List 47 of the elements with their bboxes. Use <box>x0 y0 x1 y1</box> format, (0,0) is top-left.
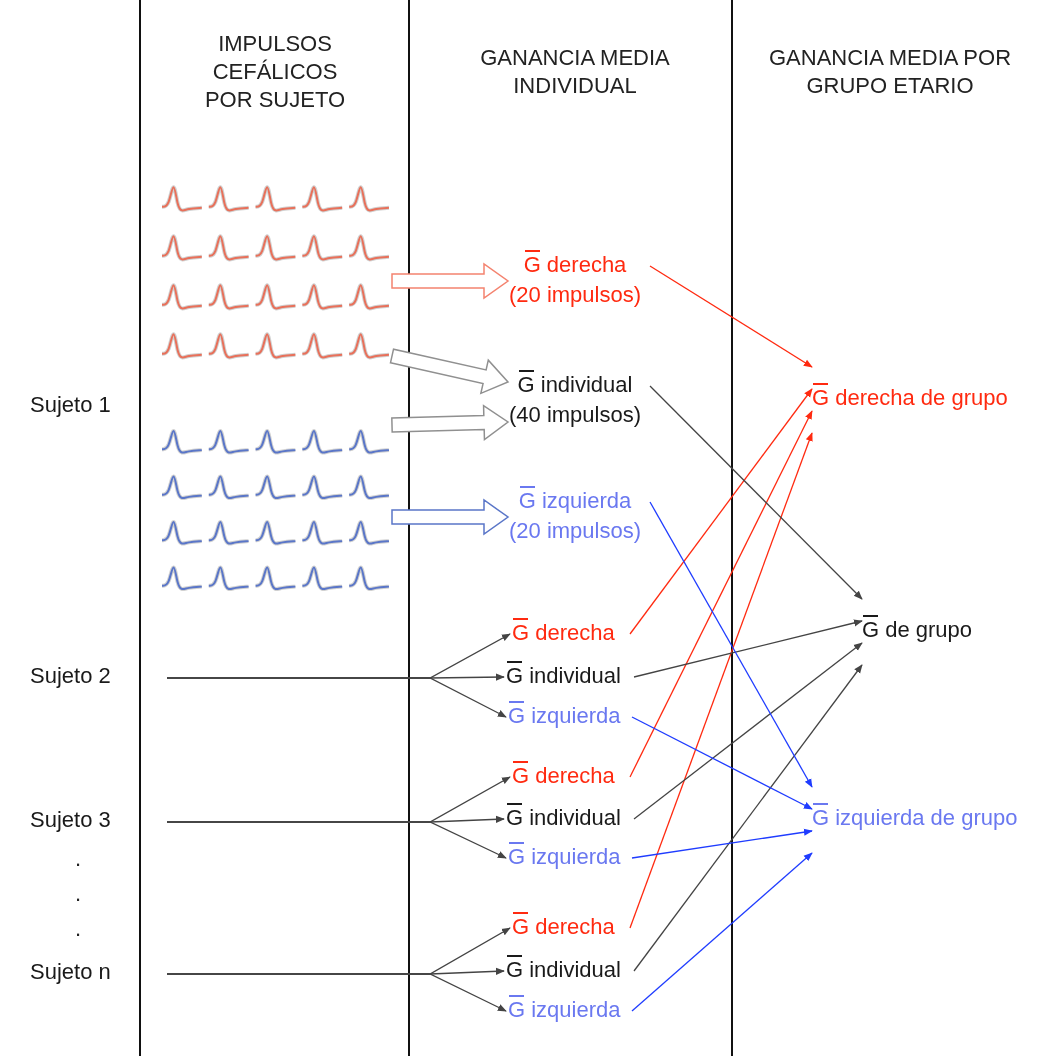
arrow <box>649 265 813 368</box>
gain-label: G derecha de grupo <box>812 383 1008 412</box>
arrow <box>166 677 507 718</box>
gain-label: G izquierda <box>508 701 621 730</box>
subject-label: Sujeto 3 <box>30 806 111 834</box>
subject-label: Sujeto 2 <box>30 662 111 690</box>
arrow <box>629 432 813 929</box>
arrow <box>649 385 863 600</box>
impulse-count: (40 impulsos) <box>508 401 641 429</box>
gain-label: G individual <box>506 661 621 690</box>
gain-label: G derecha <box>512 761 615 790</box>
gain-label: G derecha <box>512 912 615 941</box>
subject-label: Sujeto n <box>30 958 111 986</box>
ellipsis-dot: . <box>73 880 83 908</box>
gain-label: G izquierda <box>518 486 632 515</box>
gain-label: G derecha <box>523 250 627 279</box>
block-arrow <box>389 348 510 395</box>
arrow <box>631 828 813 859</box>
gain-label: G izquierda <box>508 995 621 1024</box>
impulse-count: (20 impulsos) <box>508 517 641 545</box>
arrow <box>633 642 863 820</box>
subject-label: Sujeto 1 <box>30 391 111 419</box>
gain-label: G izquierda de grupo <box>812 803 1018 832</box>
gain-label: G izquierda <box>508 842 621 871</box>
gain-label: G individual <box>506 803 621 832</box>
arrow <box>166 821 507 859</box>
arrow <box>631 716 813 810</box>
impulse-count: (20 impulsos) <box>508 281 641 309</box>
arrow <box>633 664 863 972</box>
ellipsis-dot: . <box>73 845 83 873</box>
column-header: GANANCIA MEDIA POR GRUPO ETARIO <box>767 44 1013 100</box>
arrow <box>629 388 813 635</box>
gain-label: G derecha <box>512 618 615 647</box>
arrow <box>649 501 813 788</box>
column-header: IMPULSOS CEFÁLICOS POR SUJETO <box>203 30 347 114</box>
ellipsis-dot: . <box>73 915 83 943</box>
block-arrow <box>391 498 510 536</box>
column-header: GANANCIA MEDIA INDIVIDUAL <box>479 44 671 100</box>
arrow <box>631 852 813 1012</box>
arrow <box>629 410 813 778</box>
gain-label: G individual <box>506 955 621 984</box>
arrow <box>166 973 507 1012</box>
gain-label: G de grupo <box>862 615 973 644</box>
block-arrow <box>391 404 510 442</box>
block-arrow <box>391 262 510 300</box>
gain-label: G individual <box>517 370 633 399</box>
arrow <box>633 619 863 678</box>
